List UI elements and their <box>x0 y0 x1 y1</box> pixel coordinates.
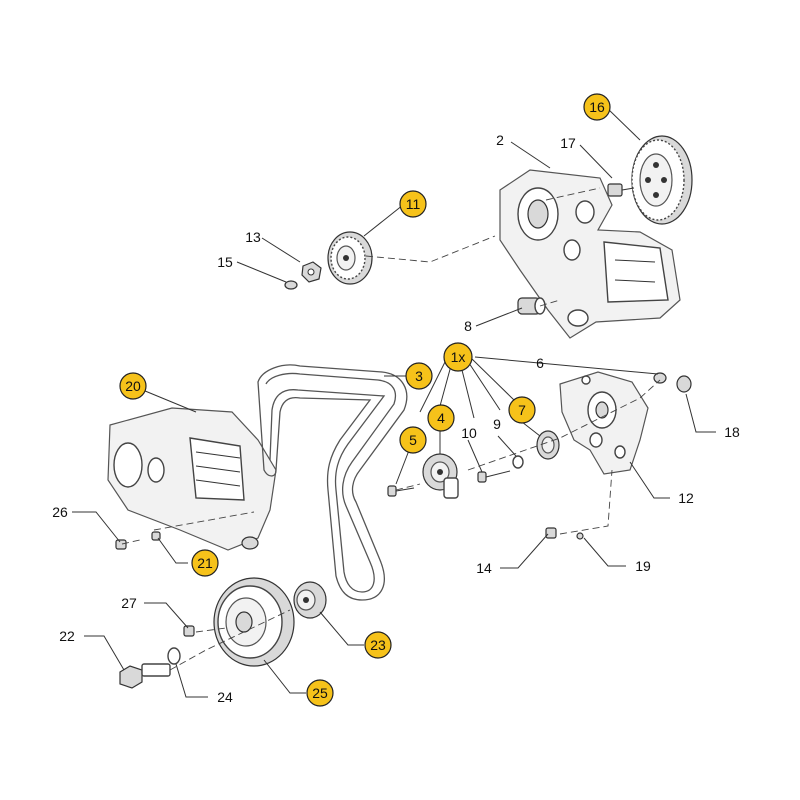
label-26: 26 <box>52 504 68 520</box>
callout-11-text: 11 <box>406 196 421 212</box>
callout-20: 20 <box>119 372 147 400</box>
label-13: 13 <box>245 229 261 245</box>
label-8: 8 <box>464 318 472 334</box>
washer-9 <box>512 455 524 469</box>
label-14: 14 <box>476 560 492 576</box>
clip-15 <box>284 280 298 290</box>
callout-7: 7 <box>508 396 536 424</box>
label-18: 18 <box>724 424 740 440</box>
callout-25-text: 25 <box>312 685 328 701</box>
callout-23: 23 <box>364 631 392 659</box>
bolt-27 <box>183 625 195 637</box>
stud-18 <box>676 375 692 393</box>
nut-13 <box>301 261 322 283</box>
sprocket-11 <box>327 231 373 285</box>
washer-24 <box>167 647 181 665</box>
callout-4: 4 <box>427 404 455 432</box>
crank-bolt-22 <box>119 663 171 689</box>
callout-21-text: 21 <box>197 555 213 571</box>
housing-2 <box>499 169 681 339</box>
label-10: 10 <box>461 425 477 441</box>
bolt-10 <box>477 470 511 483</box>
callout-11: 11 <box>399 190 427 218</box>
camshaft-pulley-16 <box>631 135 693 225</box>
label-15: 15 <box>217 254 233 270</box>
label-12: 12 <box>678 490 694 506</box>
nut-6 <box>653 372 667 384</box>
callout-5: 5 <box>399 426 427 454</box>
callout-16-text: 16 <box>589 99 605 115</box>
callout-16: 16 <box>583 93 611 121</box>
bolt-14 <box>545 527 557 539</box>
timing-cover-20 <box>107 407 277 551</box>
idler-pulley-7 <box>536 430 560 460</box>
callout-5-text: 5 <box>409 432 417 448</box>
label-24: 24 <box>217 689 233 705</box>
callout-25: 25 <box>306 679 334 707</box>
pin-19 <box>576 532 584 540</box>
label-9: 9 <box>493 416 501 432</box>
callout-20-text: 20 <box>125 378 141 394</box>
callout-1x-text: 1x <box>451 349 466 365</box>
pump-housing-12 <box>559 371 649 475</box>
label-17: 17 <box>560 135 576 151</box>
leader-lines <box>72 107 716 698</box>
crank-pulley-25 <box>213 577 295 667</box>
callout-21: 21 <box>191 549 219 577</box>
label-19: 19 <box>635 558 651 574</box>
callout-1x: 1x <box>443 342 473 372</box>
label-22: 22 <box>59 628 75 644</box>
callout-23-text: 23 <box>370 637 386 653</box>
tensioner-pulley-4 <box>422 453 459 499</box>
label-6: 6 <box>536 355 544 371</box>
callout-7-text: 7 <box>518 402 526 418</box>
callout-4-text: 4 <box>437 410 445 426</box>
label-27: 27 <box>121 595 137 611</box>
callout-3-text: 3 <box>415 368 423 384</box>
timing-belt-3 <box>257 364 408 601</box>
callout-3: 3 <box>405 362 433 390</box>
bolt-17 <box>607 183 635 197</box>
crank-sprocket-23 <box>293 581 327 619</box>
bolt-5 <box>387 485 415 497</box>
label-2: 2 <box>496 132 504 148</box>
bolt-26 <box>115 539 127 550</box>
